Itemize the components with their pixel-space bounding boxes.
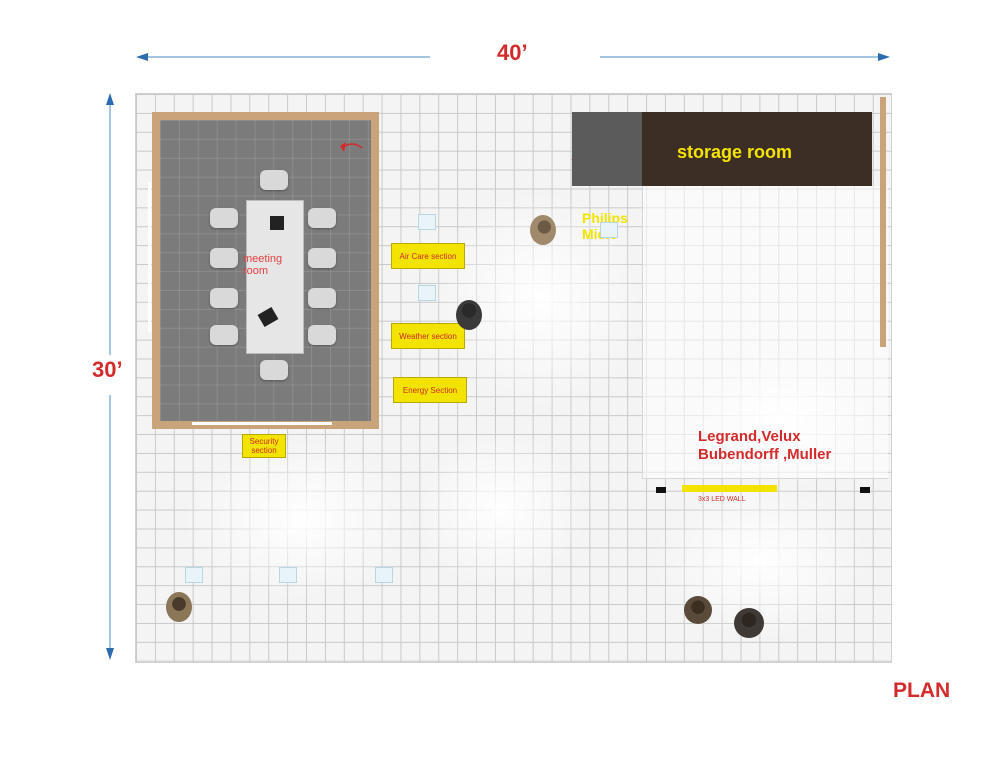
person-figure [684, 596, 712, 624]
chair [210, 288, 238, 308]
display-stand [418, 285, 436, 301]
person-figure [166, 592, 192, 622]
side-wall [880, 97, 886, 347]
meeting-room [148, 112, 379, 429]
meeting-room-floor [160, 120, 371, 421]
display-stand [185, 567, 203, 583]
chair [308, 288, 336, 308]
display-stand [279, 567, 297, 583]
chair [308, 208, 336, 228]
chair [210, 248, 238, 268]
legrand-velux-label: Legrand,Velux Bubendorff ,Muller [698, 428, 832, 463]
chair [260, 170, 288, 190]
led-wall-bracket [656, 487, 666, 493]
storage-door [572, 112, 642, 186]
weather-section-sign: Weather section [391, 323, 465, 349]
plan-label: PLAN [893, 679, 951, 702]
storage-room-label: storage room [677, 142, 793, 162]
height-dimension-label: 30’ [92, 357, 123, 382]
meeting-room-label: meeting room [243, 253, 283, 277]
chair [210, 208, 238, 228]
led-wall [682, 485, 777, 492]
storage-room: storage room [572, 112, 872, 186]
chair [260, 360, 288, 380]
person-figure [734, 608, 764, 638]
chair [308, 325, 336, 345]
display-stand [375, 567, 393, 583]
glass-window [192, 422, 332, 425]
laptop-icon [270, 216, 284, 230]
led-wall-label: 3x3 LED WALL [698, 496, 746, 503]
glass-window [148, 182, 151, 332]
exhibit-zone [642, 186, 888, 479]
air-care-section-sign: Air Care section [391, 243, 465, 269]
security-section-sign: Security section [242, 434, 286, 458]
display-stand [418, 214, 436, 230]
display-stand [600, 222, 618, 238]
person-figure [530, 215, 556, 245]
led-wall-bracket [860, 487, 870, 493]
chair [210, 325, 238, 345]
energy-section-sign: Energy Section [393, 377, 467, 403]
chair [308, 248, 336, 268]
person-figure [456, 300, 482, 330]
width-dimension-label: 40’ [497, 40, 528, 65]
